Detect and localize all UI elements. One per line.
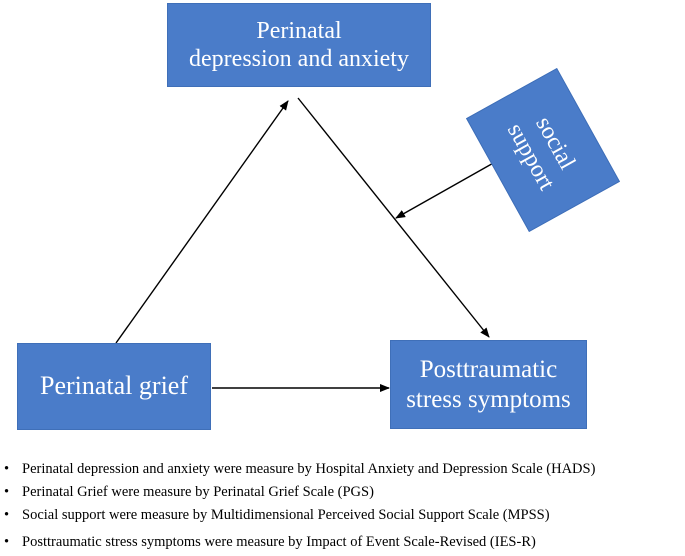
arrow-depression-to-ptss xyxy=(297,97,490,338)
bullet: • xyxy=(4,534,10,550)
node-ptss-line1: Posttraumatic xyxy=(419,356,558,383)
node-grief-label: Perinatal grief xyxy=(40,371,188,401)
list-item: • Perinatal depression and anxiety were … xyxy=(0,458,595,481)
list-item: • Perinatal Grief were measure by Perina… xyxy=(0,481,595,504)
node-depression-line1: Perinatal xyxy=(256,17,342,44)
note-text: Social support were measure by Multidime… xyxy=(22,507,550,523)
list-item: • Posttraumatic stress symptoms were mea… xyxy=(0,531,595,554)
list-item: • Social support were measure by Multidi… xyxy=(0,504,595,527)
note-text: Perinatal Grief were measure by Perinata… xyxy=(22,484,374,500)
node-perinatal-depression-anxiety: Perinatal depression and anxiety xyxy=(167,3,431,87)
bullet: • xyxy=(4,507,10,523)
note-text: Perinatal depression and anxiety were me… xyxy=(22,461,596,477)
node-depression-line2: depression and anxiety xyxy=(189,46,409,72)
measurement-notes-list: • Perinatal depression and anxiety were … xyxy=(0,458,595,554)
node-ptss-line2: stress symptoms xyxy=(406,385,571,413)
note-text: Posttraumatic stress symptoms were measu… xyxy=(22,534,536,550)
node-posttraumatic-stress-symptoms: Posttraumatic stress symptoms xyxy=(390,340,587,429)
bullet: • xyxy=(4,461,10,477)
bullet: • xyxy=(4,484,10,500)
arrow-social-support-moderation xyxy=(395,156,505,219)
node-perinatal-grief: Perinatal grief xyxy=(17,343,211,430)
arrow-grief-to-depression xyxy=(115,100,289,344)
